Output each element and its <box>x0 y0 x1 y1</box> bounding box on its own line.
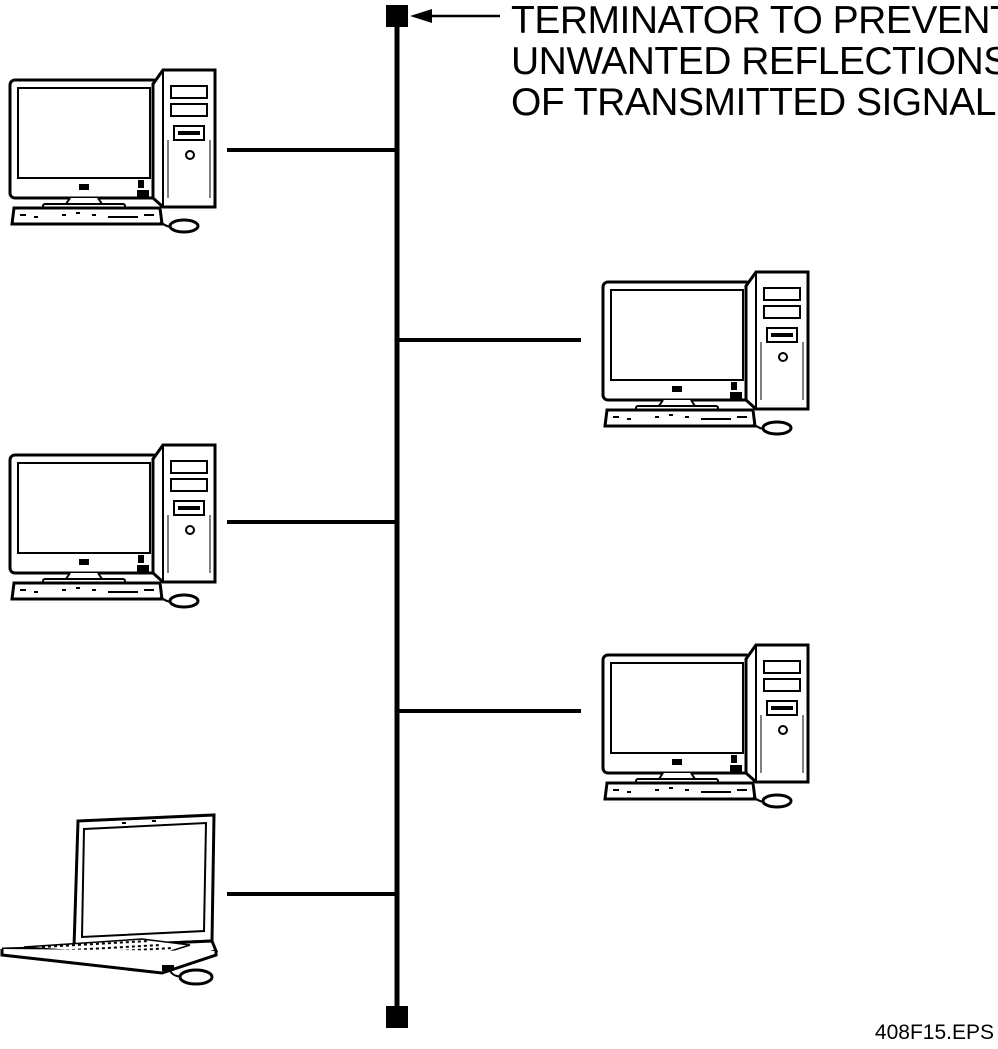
annotation-line-2: UNWANTED REFLECTIONS <box>511 40 998 83</box>
desktop-computer-3 <box>8 443 217 609</box>
figure-file-id: 408F15.EPS <box>874 1021 994 1044</box>
annotation-line-3: OF TRANSMITTED SIGNALS <box>511 81 998 124</box>
laptop-computer <box>0 813 218 986</box>
terminator-annotation: TERMINATOR TO PREVENT UNWANTED REFLECTIO… <box>511 0 998 123</box>
desktop-computer-1 <box>8 68 217 234</box>
desktop-computer-2 <box>601 270 810 436</box>
annotation-arrow-head <box>410 9 432 23</box>
desktop-computer-4 <box>601 643 810 809</box>
annotation-line-1: TERMINATOR TO PREVENT <box>511 0 998 42</box>
bottom-terminator <box>386 1006 408 1028</box>
top-terminator <box>386 5 408 27</box>
